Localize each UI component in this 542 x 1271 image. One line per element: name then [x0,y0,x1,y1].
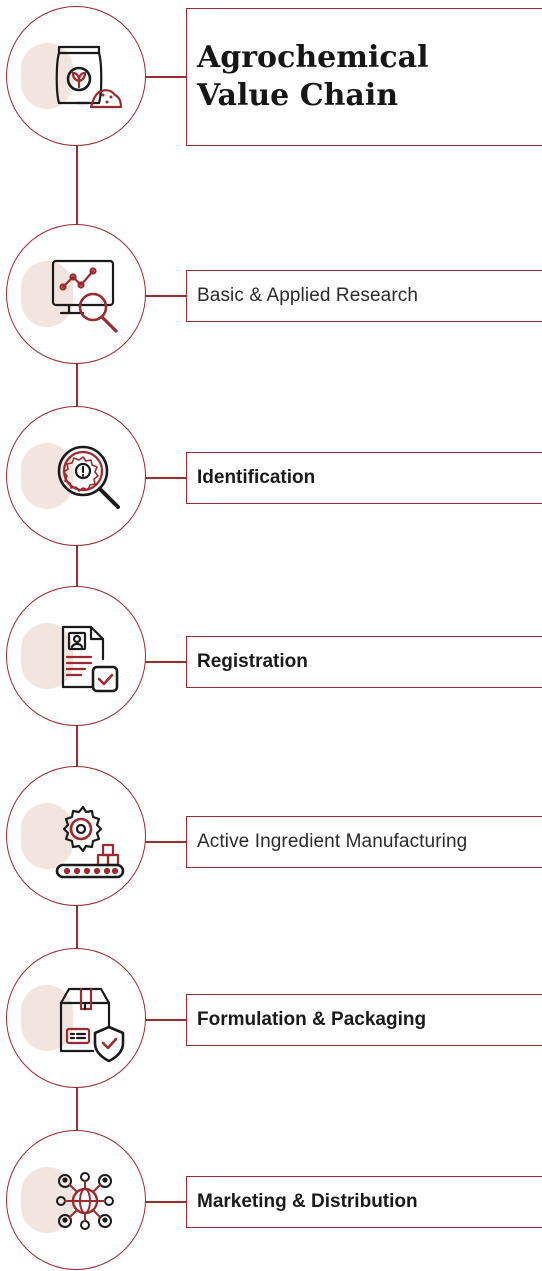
header-connector [145,76,187,78]
manufacturing-conveyor-icon [55,805,125,879]
step-circle-registration [6,586,146,726]
title-line-2: Value Chain [197,78,399,113]
step-label: Marketing & Distribution [197,1191,418,1212]
step-circle-packaging [6,948,146,1088]
step-connector [145,1019,187,1021]
spine-segment [76,904,78,948]
step-box-packaging: Formulation & Packaging [186,994,542,1046]
package-shield-icon [59,987,125,1063]
step-connector [145,295,187,297]
step-box-marketing: Marketing & Distribution [186,1176,542,1228]
header-node-circle [6,6,146,146]
step-circle-identification [6,406,146,546]
spine-segment [76,1086,78,1130]
step-blob [21,261,73,327]
spine-segment [76,146,78,226]
step-box-registration: Registration [186,636,542,688]
spine-segment [76,364,78,406]
title-line-1: Agrochemical [197,40,429,75]
page-title: Agrochemical Value Chain [187,39,428,115]
gear-magnifier-icon [57,445,120,509]
data-analysis-icon [51,259,118,333]
fertilizer-bag-icon [55,45,123,109]
step-label: Basic & Applied Research [197,285,419,306]
step-connector [145,661,187,663]
step-connector [145,841,187,843]
spine-segment [76,724,78,766]
step-box-research: Basic & Applied Research [186,270,542,322]
title-box: Agrochemical Value Chain [186,8,542,146]
step-circle-marketing [6,1130,146,1270]
step-label: Registration [197,651,308,672]
spine-segment [76,544,78,586]
step-box-identification: Identification [186,452,542,504]
step-circle-research [6,224,146,364]
step-label: Identification [197,467,316,488]
step-blob [21,623,73,689]
step-label: Active Ingredient Manufacturing [197,831,468,852]
step-connector [145,1201,187,1203]
global-network-icon [56,1172,114,1230]
step-connector [145,477,187,479]
step-box-manufacturing: Active Ingredient Manufacturing [186,816,542,868]
document-approval-icon [61,625,119,693]
step-circle-manufacturing [6,766,146,906]
step-blob [21,803,73,869]
step-label: Formulation & Packaging [197,1009,427,1030]
